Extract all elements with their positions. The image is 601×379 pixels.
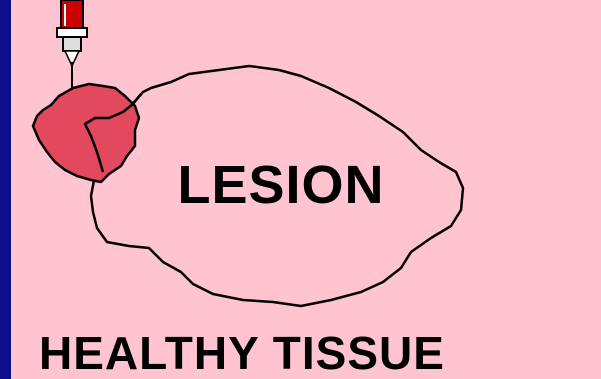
healthy-tissue-area: LESION HEALTHY TISSUE bbox=[11, 0, 601, 379]
healthy-tissue-label: HEALTHY TISSUE bbox=[39, 330, 445, 376]
injected-region bbox=[33, 84, 139, 182]
syringe-icon bbox=[57, 0, 87, 88]
lesion-label: LESION bbox=[171, 158, 391, 212]
